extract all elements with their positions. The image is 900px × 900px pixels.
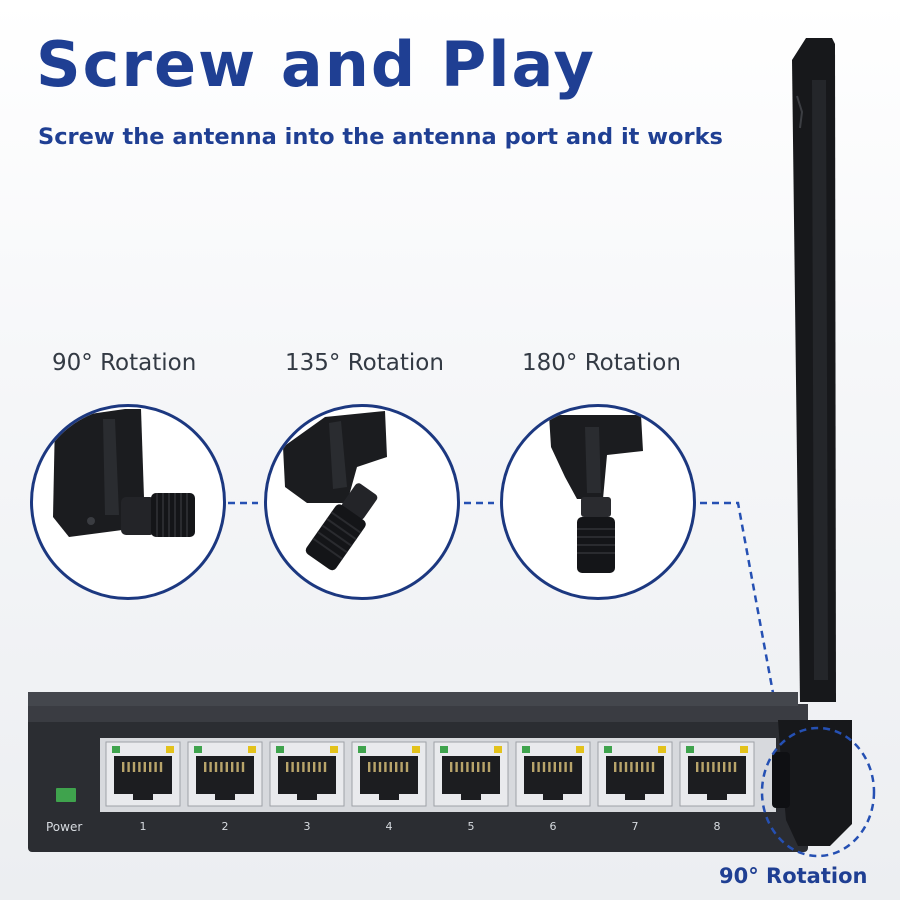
ethernet-port: [351, 741, 427, 807]
link-led: [604, 746, 612, 753]
power-led: [56, 788, 76, 802]
rotation-label-135: 135° Rotation: [285, 350, 444, 376]
port-number: 7: [631, 820, 639, 833]
port-number: 2: [221, 820, 229, 833]
rotation-label-180: 180° Rotation: [522, 350, 681, 376]
activity-led: [412, 746, 420, 753]
ethernet-ports: [105, 741, 755, 807]
link-led: [358, 746, 366, 753]
activity-led: [166, 746, 174, 753]
ethernet-port: [679, 741, 755, 807]
port-number: 3: [303, 820, 311, 833]
ethernet-switch: [28, 692, 808, 852]
port-number: 6: [549, 820, 557, 833]
antenna-90-illustration: [53, 409, 195, 537]
antenna: [772, 38, 852, 846]
antenna-180-illustration: [549, 415, 643, 573]
link-led: [440, 746, 448, 753]
antenna-base-highlight: [760, 726, 876, 858]
port-number: 8: [713, 820, 721, 833]
activity-led: [658, 746, 666, 753]
link-led: [276, 746, 284, 753]
activity-led: [740, 746, 748, 753]
port-number: 1: [139, 820, 147, 833]
ethernet-port: [597, 741, 673, 807]
rotation-label-main: 90° Rotation: [719, 864, 868, 888]
rotation-detail-135: [264, 404, 460, 600]
ethernet-port: [269, 741, 345, 807]
ethernet-port: [187, 741, 263, 807]
ethernet-port: [105, 741, 181, 807]
activity-led: [248, 746, 256, 753]
link-led: [112, 746, 120, 753]
subheadline: Screw the antenna into the antenna port …: [38, 124, 723, 150]
rotation-label-90: 90° Rotation: [52, 350, 197, 376]
rotation-detail-90: [30, 404, 226, 600]
headline: Screw and Play: [36, 28, 596, 101]
ethernet-port: [433, 741, 509, 807]
rotation-detail-180: [500, 404, 696, 600]
port-number: 4: [385, 820, 393, 833]
power-label: Power: [46, 820, 83, 834]
port-number: 5: [467, 820, 475, 833]
activity-led: [494, 746, 502, 753]
ethernet-port: [515, 741, 591, 807]
activity-led: [330, 746, 338, 753]
link-led: [194, 746, 202, 753]
link-led: [522, 746, 530, 753]
link-led: [686, 746, 694, 753]
connector-line-3: [700, 501, 780, 721]
antenna-135-illustration: [283, 411, 387, 571]
activity-led: [576, 746, 584, 753]
